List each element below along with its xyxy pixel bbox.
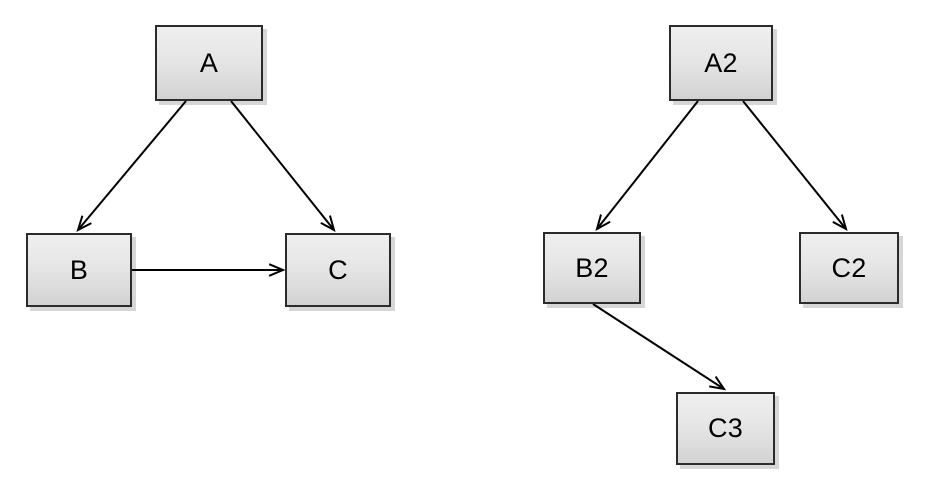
edge-line [742,100,847,230]
edge-b-to-c [132,263,286,277]
edge-a-to-c [230,100,336,233]
node-b2[interactable]: B2 [543,232,641,304]
edge-a2-to-b2 [595,100,699,232]
arrowhead-icon [709,376,727,391]
node-c2[interactable]: C2 [799,232,899,304]
node-label: C2 [831,252,867,283]
edge-line [230,100,335,231]
node-label: B [69,254,89,285]
arrowhead-icon [832,214,848,232]
edge-line [592,303,725,390]
edge-line [77,100,187,231]
edge-a-to-b [76,100,187,232]
edge-b2-to-c3 [592,303,727,391]
node-label: C [328,254,348,285]
node-label: B2 [575,252,609,283]
arrowhead-icon [320,215,336,233]
edge-a2-to-c2 [742,100,848,232]
node-label: A2 [704,47,738,78]
arrowhead-icon [268,263,286,277]
arrowhead-icon [76,215,92,232]
node-c[interactable]: C [285,233,391,307]
node-b[interactable]: B [26,233,132,307]
node-a[interactable]: A [155,25,263,101]
edge-line [596,100,699,230]
node-label: C3 [707,413,744,443]
node-a2[interactable]: A2 [669,25,773,101]
node-label: A [199,47,219,78]
node-c3[interactable]: C3 [676,392,775,465]
arrowhead-icon [595,214,611,232]
